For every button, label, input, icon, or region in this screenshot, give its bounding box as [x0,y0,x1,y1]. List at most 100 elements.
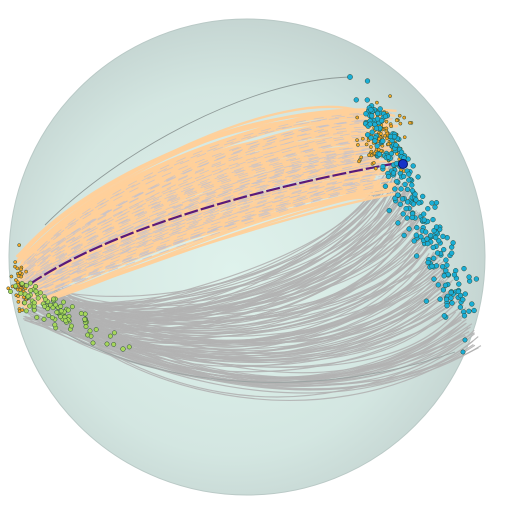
blue-point [431,276,437,282]
blue-point [410,201,417,207]
orange-point [388,94,392,98]
outlier-curve [44,76,351,226]
orange-point [402,135,407,140]
blue-point [469,301,475,307]
orange-curve-detail [25,144,380,280]
orange-curve-detail [24,139,373,278]
blue-point [439,264,446,270]
blue-point [461,313,468,319]
green-point [19,281,25,286]
orange-point [375,100,379,105]
blue-point [460,296,466,303]
orange-curve-detail [22,161,370,291]
blue-point [433,224,440,230]
blue-point [414,224,420,231]
orange-curve-detail [28,170,394,296]
blue-point [395,192,401,198]
outlier-curves [44,76,456,383]
green-point [52,322,58,328]
green-point [78,310,84,316]
blue-point [386,207,392,214]
orange-curve-detail [20,131,394,273]
blue-point [433,234,439,241]
blue-point [457,292,464,299]
green-point [65,307,71,313]
blue-point [462,337,468,343]
blue-point [382,113,389,120]
green-point [58,303,64,309]
orange-curve-detail [20,161,389,291]
orange-curve-detail [27,170,381,296]
orange-curve-detail [29,144,379,281]
orange-curve-detail [24,173,378,298]
orange-point [373,166,378,171]
orange-curve-detail [20,153,365,286]
orange-point [19,267,23,272]
orange-curve-detail [29,145,391,281]
green-point [25,293,31,299]
orange-point [355,138,359,142]
blue-point [372,138,378,144]
blue-point [421,217,427,223]
green-point [83,324,89,330]
blue-point [442,282,449,288]
orange-point [379,131,383,136]
orange-curve-detail [23,130,368,272]
grey-curve [32,236,422,315]
orange-point [398,121,403,126]
blue-point [435,282,441,288]
orange-curve-detail [22,184,389,304]
blue-point [380,163,386,170]
orange-point [384,119,389,124]
blue-point [368,107,374,113]
orange-point [24,269,28,274]
orange-curve-detail [20,168,374,295]
orange-curve-detail [27,112,390,261]
orange-point [359,155,364,160]
blue-point [455,288,461,295]
orange-curve-detail [22,171,394,297]
blue-point [462,291,468,297]
blue-point [367,121,373,127]
blue-point [374,116,381,122]
blue-point [395,220,401,226]
blue-point [363,111,369,117]
green-point [107,333,113,339]
green-point [28,288,34,293]
blue-point [423,298,430,304]
blue-point [409,188,416,194]
grey-curve [59,316,476,401]
blue-point [430,244,436,251]
grey-curve [45,244,433,322]
green-point [23,283,29,289]
blue-point [450,240,456,246]
blue-point [431,255,437,261]
blue-point [373,125,380,131]
orange-curve-detail [28,149,391,283]
blue-point [404,215,410,221]
grey-curve [49,203,415,306]
blue-point [401,173,407,180]
green-point [18,290,24,296]
orange-point [384,126,389,131]
blue-point [382,183,389,189]
blue-point [427,232,434,239]
grey-curve [60,233,427,330]
blue-point [429,200,435,206]
green-point [93,327,99,332]
blue-point [369,113,375,119]
blue-point [425,206,431,212]
orange-curve-detail [22,136,365,276]
green-point [82,316,88,322]
blue-point [443,296,450,303]
green-point [8,289,13,295]
blue-point [433,263,440,269]
orange-point [9,274,14,279]
blue-point [443,257,449,263]
green-point [85,332,91,338]
orange-point [16,274,21,278]
green-point [58,314,63,320]
blue-point [441,273,447,279]
blue-point [380,138,386,144]
